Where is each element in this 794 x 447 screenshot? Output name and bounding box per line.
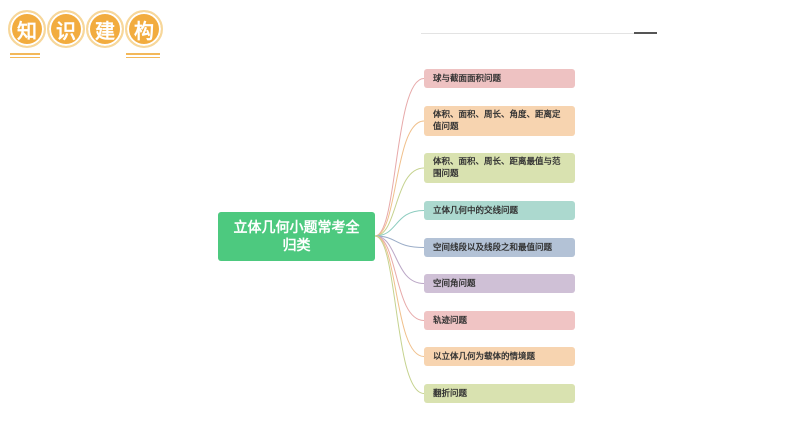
branch-node-3[interactable]: 体积、面积、周长、距离最值与范围问题 — [424, 153, 575, 183]
branch-node-4[interactable]: 立体几何中的交线问题 — [424, 201, 575, 220]
connector-1 — [374, 78, 425, 237]
connector-8 — [374, 235, 425, 357]
connector-7 — [374, 235, 425, 321]
header-divider-accent — [634, 32, 657, 34]
title-underline-right-thin — [126, 57, 160, 58]
branch-node-2[interactable]: 体积、面积、周长、角度、距离定值问题 — [424, 106, 575, 136]
connector-6 — [374, 235, 425, 284]
branch-node-6[interactable]: 空间角问题 — [424, 274, 575, 293]
title-underline-left-thin — [10, 57, 40, 58]
title-underline-right — [126, 53, 160, 55]
branch-node-5[interactable]: 空间线段以及线段之和最值问题 — [424, 238, 575, 257]
title-char-4: 构 — [125, 10, 163, 48]
branch-node-7[interactable]: 轨迹问题 — [424, 311, 575, 330]
branch-node-9[interactable]: 翻折问题 — [424, 384, 575, 403]
branch-node-1[interactable]: 球与截面面积问题 — [424, 69, 575, 88]
title-char-1: 知 — [8, 10, 46, 48]
header-divider — [421, 33, 657, 34]
connector-5 — [374, 235, 425, 248]
branch-node-8[interactable]: 以立体几何为载体的情境题 — [424, 347, 575, 366]
section-title: 知 识 建 构 — [8, 10, 164, 58]
connector-2 — [374, 120, 425, 237]
connector-9 — [374, 235, 425, 394]
title-underline-left — [10, 53, 40, 55]
title-char-2: 识 — [47, 10, 85, 48]
connector-3 — [374, 167, 425, 237]
connector-4 — [374, 210, 425, 237]
title-char-3: 建 — [86, 10, 124, 48]
mindmap-root-node[interactable]: 立体几何小题常考全归类 — [218, 212, 375, 261]
